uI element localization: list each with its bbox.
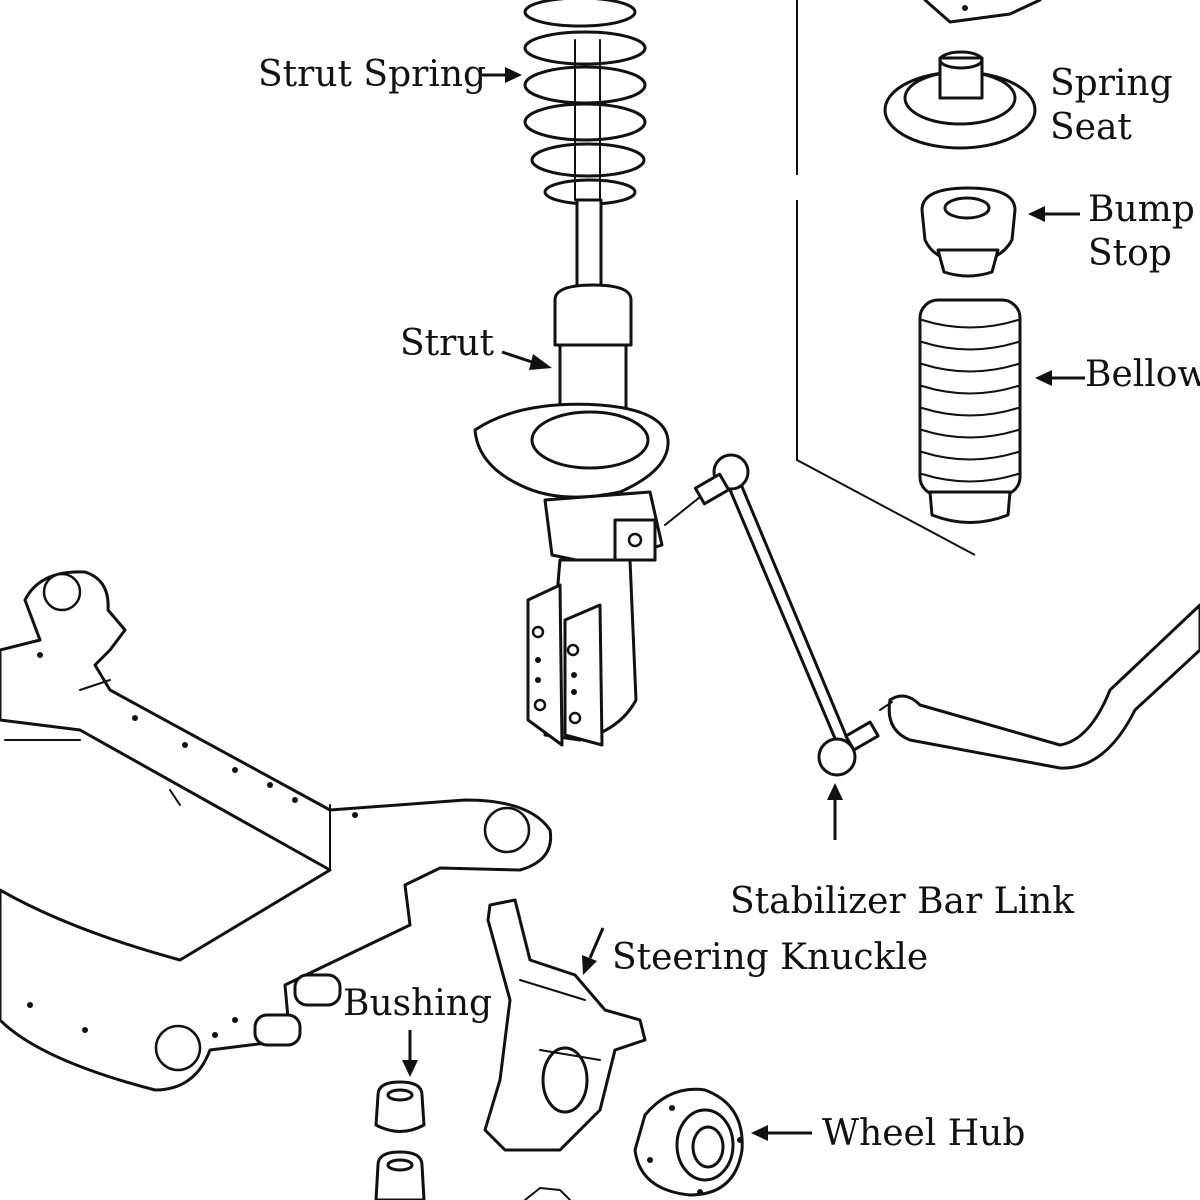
stabilizer-bar	[879, 603, 1200, 770]
exploded-panel-border	[796, 0, 976, 556]
label-spring-seat-line1: Spring	[1050, 63, 1173, 104]
bump-stop	[920, 186, 1017, 278]
wheel-hub	[633, 1087, 744, 1197]
label-bump-stop-line2: Stop	[1088, 233, 1172, 274]
arrow-bushing	[402, 1030, 418, 1077]
bushing-parts	[374, 1080, 571, 1200]
upper-mount-plate	[923, 0, 1042, 24]
label-bellow: Bellow	[1085, 354, 1200, 395]
steering-knuckle	[483, 898, 647, 1152]
bellow	[918, 298, 1022, 524]
strut-assembly	[473, 198, 670, 747]
label-strut: Strut	[400, 323, 494, 364]
arrow-strut	[501, 350, 552, 370]
label-bump-stop-line1: Bump	[1088, 189, 1195, 230]
callout-arrows	[402, 67, 1085, 1141]
label-spring-seat-line2: Seat	[1050, 107, 1132, 148]
label-stabilizer-bar-link: Stabilizer Bar Link	[730, 881, 1075, 922]
spring-seat	[883, 50, 1037, 150]
arrow-wheel-hub	[751, 1125, 812, 1141]
label-bump-stop: Bump Stop	[1088, 188, 1195, 276]
arrow-steering-knuckle	[582, 927, 605, 975]
label-spring-seat: Spring Seat	[1050, 62, 1173, 150]
arrow-bellow	[1035, 370, 1085, 386]
subframe	[0, 570, 553, 1092]
arrow-bump-stop	[1028, 206, 1080, 222]
arrow-stabilizer-bar-link	[827, 783, 843, 840]
strut-spring	[523, 0, 647, 206]
stabilizer-bar-link	[664, 453, 880, 777]
label-bushing: Bushing	[343, 983, 493, 1024]
label-strut-spring: Strut Spring	[258, 54, 487, 95]
label-steering-knuckle: Steering Knuckle	[612, 937, 929, 978]
arrow-strut-spring	[482, 67, 522, 83]
label-wheel-hub: Wheel Hub	[822, 1113, 1026, 1154]
